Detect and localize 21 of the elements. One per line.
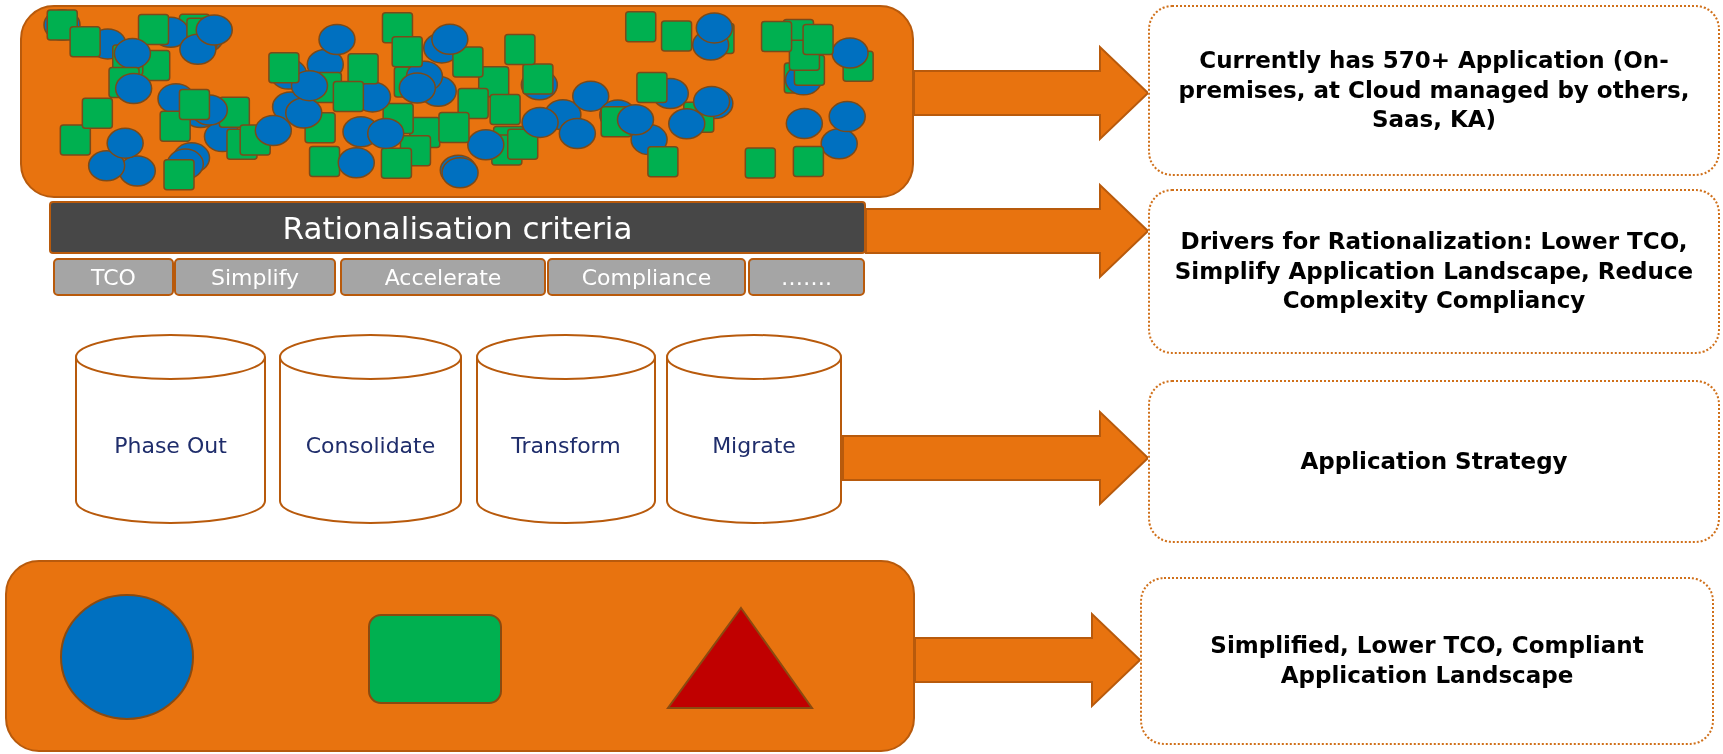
criteria-tag-label: Accelerate [384,264,502,290]
description-text: Currently has 570+ Application (On-premises, at Cloud managed by others, Saas, KA) [1177,45,1691,135]
block-arrow [865,182,1150,280]
block-arrow [913,44,1150,142]
description-text: Application Strategy [1300,446,1568,476]
criteria-tag-label: TCO [91,264,136,290]
criteria-tag-label: ……. [781,264,832,290]
strategy-label: Consolidate [305,432,436,458]
strategy-label: Transform [511,432,621,458]
description-text: Drivers for Rationalization: Lower TCO, Simplify Application Landscape, Reduce Complexity Compliancy [1173,226,1695,316]
criteria-tag-label: Simplify [210,264,300,290]
target-landscape-panel [5,560,915,752]
block-arrow [842,409,1150,507]
criteria-tag-label: Compliance [581,264,712,290]
strategy-label: Phase Out [114,432,227,458]
application-pool-panel [20,5,914,198]
criteria-heading: Rationalisation criteria [282,209,633,246]
block-arrow [914,611,1142,709]
strategy-label: Migrate [712,432,796,458]
criteria-bar [49,201,866,254]
description-text: Simplified, Lower TCO, Compliant Application Landscape [1209,631,1645,690]
